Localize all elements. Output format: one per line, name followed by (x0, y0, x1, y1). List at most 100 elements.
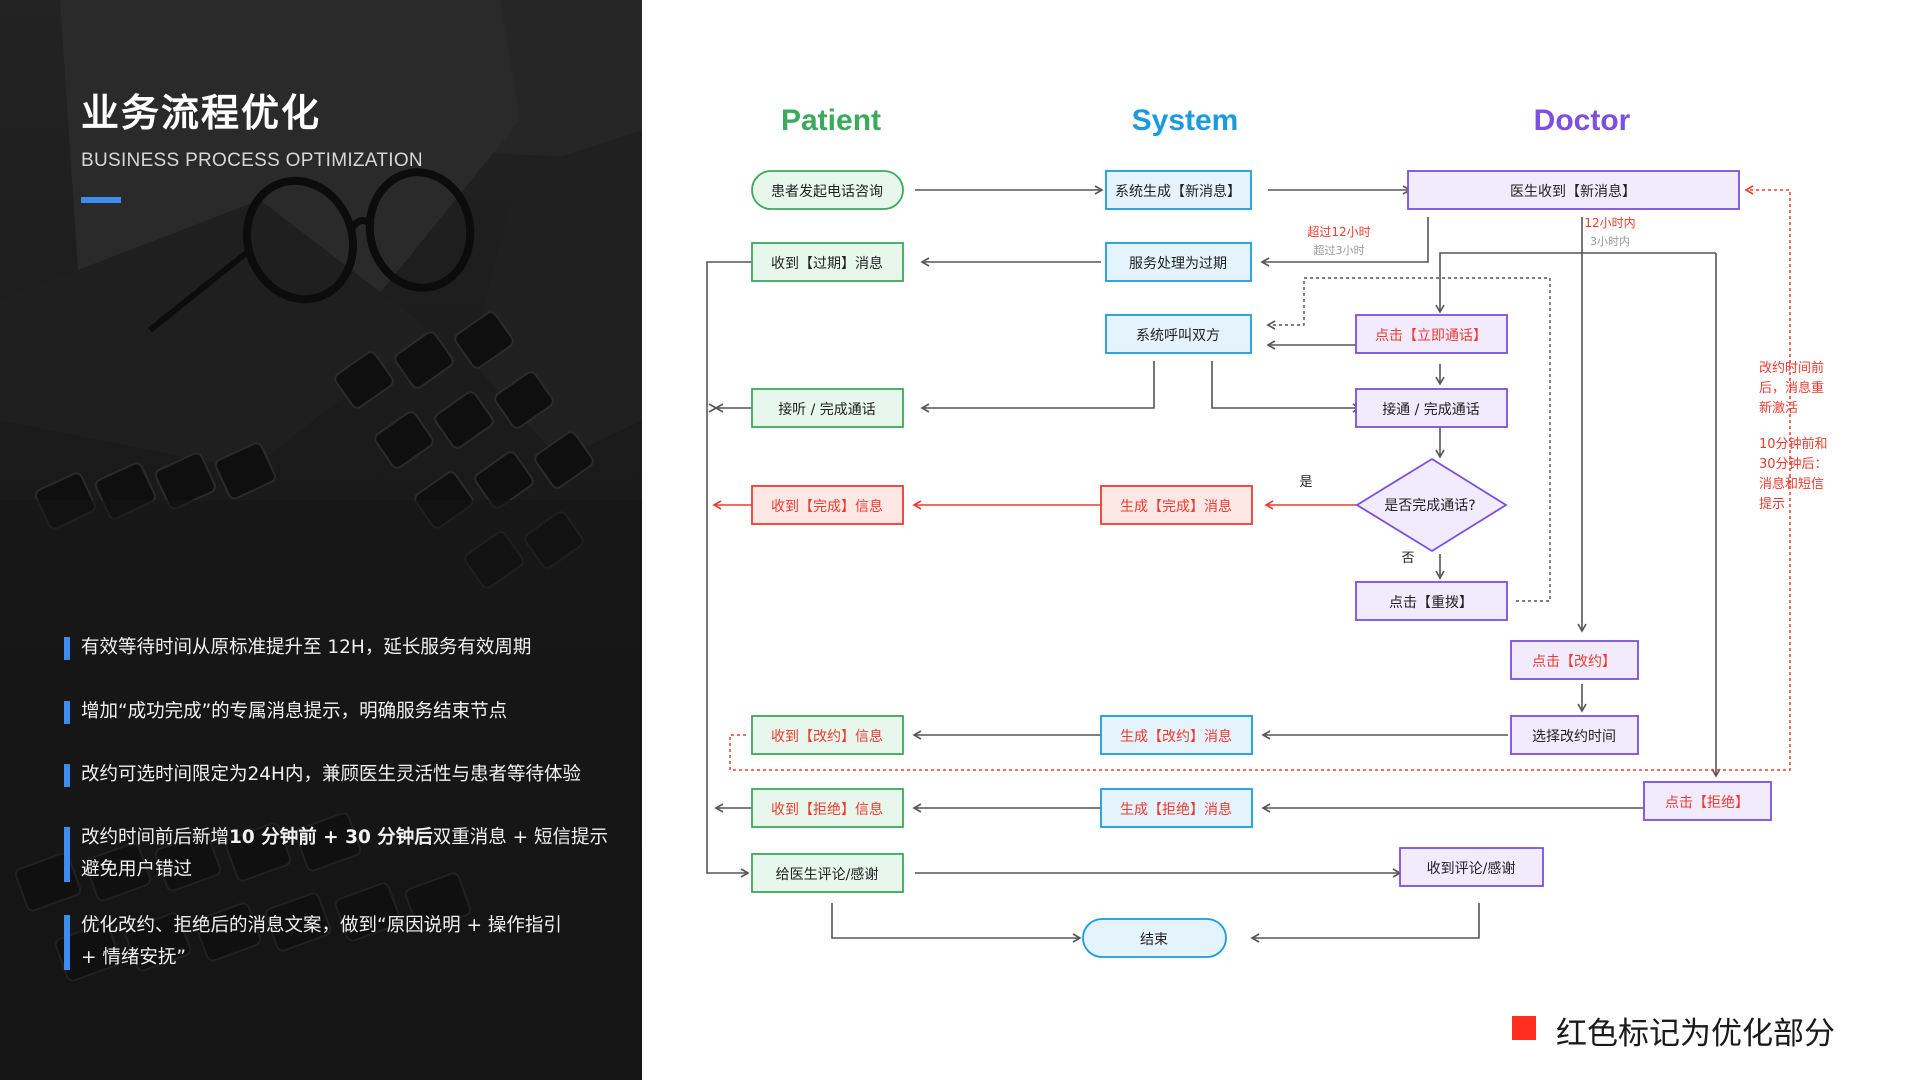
dotted-connectors (1266, 277, 1551, 602)
connector (920, 361, 1155, 413)
legend-red-square (1512, 1016, 1536, 1040)
bullet-point: 优化改约、拒绝后的消息文案，做到“原因说明 + 操作指引 + 情绪安抚” (64, 910, 641, 974)
bullet-point: 改约时间前后新增10 分钟前 + 30 分钟后双重消息 + 短信提示避免用户错过 (64, 822, 641, 886)
bullet-line: 有效等待时间从原标准提升至 12H，延长服务有效周期 (81, 632, 641, 664)
node-doctor-redial-label: 点击【重拨】 (1389, 595, 1473, 611)
node-patient-review (751, 853, 904, 893)
legend-label: 红色标记为优化部分 (1556, 1016, 1835, 1052)
left-panel: 业务流程优化 BUSINESS PROCESS OPTIMIZATION 有效等… (0, 0, 642, 1080)
side-note-line: 改约时间前 (1759, 360, 1824, 376)
bullet-line: 优化改约、拒绝后的消息文案，做到“原因说明 + 操作指引 (81, 910, 641, 942)
side-note-line: 10分钟前和 (1759, 436, 1828, 452)
node-patient-answer-label: 接听 / 完成通话 (778, 401, 876, 418)
node-system-call (1105, 314, 1252, 354)
connector (831, 903, 1082, 943)
node-doctor-connect (1355, 388, 1508, 428)
node-doctor-reject-label: 点击【拒绝】 (1665, 795, 1749, 811)
connector (1435, 252, 1716, 314)
note-no: 否 (1401, 551, 1414, 566)
node-doctor-recv (1407, 170, 1740, 210)
bullet-line: 避免用户错过 (81, 854, 641, 886)
bullet-point: 增加“成功完成”的专属消息提示，明确服务结束节点 (64, 696, 641, 728)
bullet-text: 避免用户错过 (81, 859, 193, 880)
background-photo (0, 0, 642, 1080)
node-doctor-picktime (1510, 715, 1639, 755)
node-system-newmsg-label: 系统生成【新消息】 (1115, 183, 1241, 200)
bullet-point: 有效等待时间从原标准提升至 12H，延长服务有效周期 (64, 632, 641, 664)
bullet-point: 改约可选时间限定为24H内，兼顾医生灵活性与患者等待体验 (64, 759, 641, 791)
note-over-3h: 超过3小时 (1314, 243, 1365, 257)
side-note-line: 消息和短信 (1759, 476, 1824, 492)
side-note-line: 提示 (1759, 496, 1785, 512)
note-within-3h: 3小时内 (1590, 234, 1630, 248)
node-patient-reject-label: 收到【拒绝】信息 (771, 801, 883, 818)
note-over-12h: 超过12小时 (1307, 224, 1370, 239)
page-subtitle: BUSINESS PROCESS OPTIMIZATION (81, 150, 423, 171)
node-doctor-call (1355, 314, 1508, 354)
node-patient-resched (751, 715, 904, 755)
bullet-emphasis: 10 分钟前 + 30 分钟后 (229, 827, 433, 848)
bullet-text: 有效等待时间从原标准提升至 12H，延长服务有效周期 (81, 637, 532, 658)
connector (1260, 217, 1429, 267)
connector (1250, 903, 1480, 943)
bullet-line: + 情绪安抚” (81, 942, 641, 974)
side-note-line: 后，消息重 (1759, 380, 1824, 396)
node-patient-done-label: 收到【完成】信息 (771, 498, 883, 515)
node-doctor-decision (1355, 457, 1508, 553)
node-system-call-label: 系统呼叫双方 (1136, 328, 1220, 344)
node-system-end (1082, 918, 1227, 958)
node-doctor-review-label: 收到评论/感谢 (1427, 860, 1516, 877)
page-title: 业务流程优化 (81, 91, 322, 135)
node-patient-expired-label: 收到【过期】消息 (771, 255, 883, 272)
red-dotted-connectors (729, 185, 1791, 771)
node-doctor-redial (1355, 581, 1508, 621)
bullet-text: + 情绪安抚” (81, 947, 186, 968)
side-note-line: 新激活 (1759, 400, 1798, 416)
title-accent-bar (81, 197, 121, 203)
side-note-reminder: 10分钟前和 30分钟后： 消息和短信 提示 (1759, 436, 1828, 512)
node-doctor-connect-label: 接通 / 完成通话 (1382, 401, 1480, 418)
reactivate-loop (729, 185, 1791, 771)
node-doctor-resched-label: 点击【改约】 (1532, 654, 1616, 670)
bullet-line: 增加“成功完成”的专属消息提示，明确服务结束节点 (81, 696, 641, 728)
node-doctor-resched (1510, 640, 1639, 680)
lane-header-patient: Patient (781, 104, 881, 137)
node-patient-reject (751, 788, 904, 828)
node-doctor-recv-label: 医生收到【新消息】 (1510, 183, 1636, 200)
side-note-line: 30分钟后： (1759, 456, 1828, 472)
node-system-reject-label: 生成【拒绝】消息 (1120, 801, 1232, 818)
node-doctor-decision-label: 是否完成通话? (1384, 498, 1475, 514)
bullet-text: 优化改约、拒绝后的消息文案，做到“原因说明 + 操作指引 (81, 915, 562, 936)
node-patient-done (751, 485, 904, 525)
bullet-text: 双重消息 + 短信提示 (432, 827, 609, 848)
bullet-line: 改约可选时间限定为24H内，兼顾医生灵活性与患者等待体验 (81, 759, 641, 791)
node-system-reject (1100, 788, 1253, 828)
node-system-done (1100, 485, 1253, 525)
note-yes: 是 (1299, 475, 1312, 490)
bullet-line: 改约时间前后新增10 分钟前 + 30 分钟后双重消息 + 短信提示 (81, 822, 641, 854)
connectors (706, 185, 1721, 943)
node-system-end-label: 结束 (1140, 932, 1168, 948)
node-patient-answer (751, 388, 904, 428)
node-system-expire-label: 服务处理为过期 (1129, 256, 1227, 272)
connector (1211, 361, 1362, 413)
node-system-resched (1100, 715, 1253, 755)
lane-header-system: System (1132, 104, 1239, 137)
node-patient-start-label: 患者发起电话咨询 (771, 184, 883, 200)
node-doctor-review (1399, 847, 1544, 887)
note-within-12h: 12小时内 (1584, 216, 1635, 230)
side-note-reactivate: 改约时间前 后，消息重 新激活 (1759, 360, 1824, 416)
bullet-text: 改约可选时间限定为24H内，兼顾医生灵活性与患者等待体验 (81, 764, 581, 785)
node-system-newmsg (1105, 170, 1252, 210)
bullet-text: 改约时间前后新增 (81, 827, 230, 848)
node-doctor-call-label: 点击【立即通话】 (1375, 328, 1487, 344)
node-doctor-picktime-label: 选择改约时间 (1532, 729, 1616, 745)
node-system-resched-label: 生成【改约】消息 (1120, 728, 1232, 745)
lane-header-doctor: Doctor (1534, 104, 1631, 137)
node-system-done-label: 生成【完成】消息 (1120, 498, 1232, 515)
redial-loop (1266, 277, 1551, 602)
node-system-expire (1105, 242, 1252, 282)
node-patient-expired (751, 242, 904, 282)
node-patient-resched-label: 收到【改约】信息 (771, 728, 883, 745)
